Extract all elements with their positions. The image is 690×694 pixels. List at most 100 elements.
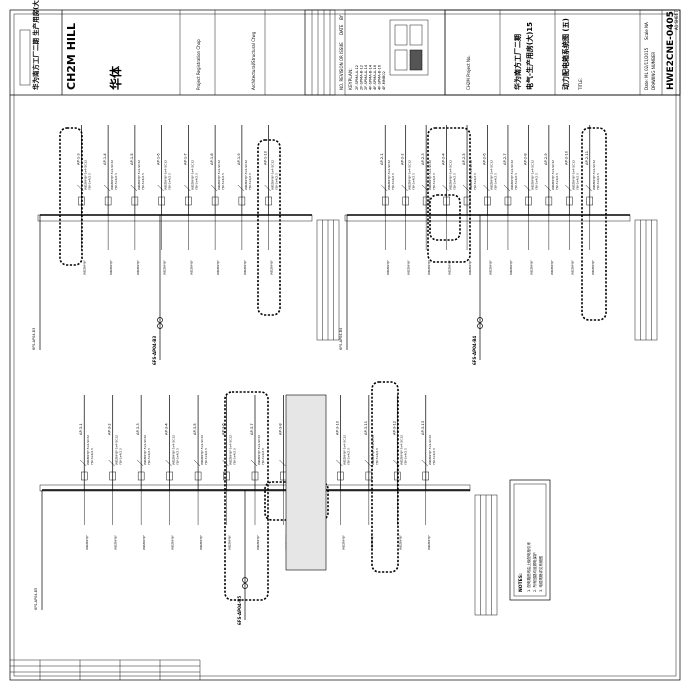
circuit-breaker-label: YJV-3x4/2.5 [176, 448, 180, 465]
circuit-cable-type: WDZN-YJY [509, 260, 513, 275]
circuit-cable-label: WDZN-YJY-5x4-SC32 [244, 160, 248, 190]
circuit-breaker-label: YJV-3x4/2.5 [494, 173, 498, 190]
incoming-breaker [157, 323, 163, 329]
key-plan-item: 4F-SPMA-A-16 [373, 64, 377, 90]
circuit-load-label: AP-3-10 [335, 420, 339, 435]
bottom-table [10, 659, 201, 680]
switch-symbol [237, 184, 245, 192]
circuit-cable-label: WDZN-YJY-5x4-SC32 [217, 160, 221, 190]
circuit-cable-label: WDZN-YJY-5x4-SC32 [143, 435, 147, 465]
breaker-symbol [422, 196, 430, 206]
date-col-header: DATE [339, 24, 344, 35]
circuit-cable-type: WDZN-YJY [398, 535, 402, 550]
switch-symbol [264, 184, 271, 192]
breaker-symbol [402, 196, 409, 206]
notes-box: NOTES: 1. 配电箱进线由上级配电柜引来 2. 所有回路均设漏电保护 3.… [509, 479, 551, 601]
date-label: Date: ML 02/11/2015 [644, 47, 649, 90]
breaker-symbol [586, 196, 593, 206]
incoming-breaker [477, 323, 483, 329]
switch-symbol [103, 184, 111, 192]
breaker-symbol [422, 471, 429, 481]
circuit-load-label: AP-2-2 [401, 153, 405, 165]
circuit-cable-label: WDZN-YJY-5x4-SC32 [551, 160, 555, 190]
consultant-label: CH2M Project No. [466, 55, 471, 90]
key-plan-item: 2F-SPMA-B-12 [360, 65, 364, 90]
circuit-load-label: AP-1-5 [130, 153, 134, 165]
breaker-symbol [337, 471, 344, 481]
switch-symbol [130, 184, 138, 192]
circuit-cable-type: WDZN-YJY [109, 260, 113, 275]
circuit-load-label: AP-2-7 [503, 153, 507, 165]
panel-label: 6FS-AP04-B3 [32, 328, 36, 350]
switch-symbol [184, 184, 191, 192]
circuit-load-label: AP-1-4 [103, 153, 107, 165]
breaker-symbol [81, 471, 88, 481]
breaker-symbol [137, 471, 145, 481]
notes-line-2: 2. 所有回路均设漏电保护 [532, 552, 537, 592]
inner-border [13, 13, 677, 677]
revision-table: NO. REVISION OR ISSUE DATE BY [304, 9, 344, 96]
circuit-load-label: AP-2-3 [421, 153, 425, 165]
circuit-cable-label: WDZN-YJY-5x4-SC32 [271, 160, 275, 190]
circuit-cable-label: WDZN-YJY-5x4-SC32 [229, 435, 233, 465]
firm-name: CH2M HILL [65, 23, 78, 90]
circuit-cable-label: WDZN-YJY-5x4-SC32 [408, 160, 412, 190]
circuit-breaker-label: YJV-3x4/2.5 [432, 173, 436, 190]
circuit-load-label: AP-3-13 [421, 421, 425, 435]
incoming-breaker [157, 317, 163, 323]
circuit-breaker-label: YJV-3x4/2.5 [555, 173, 559, 190]
circuit-cable-type: WDZN-YJY [341, 535, 345, 550]
architect-label: Architectural/Structural Ctwg [251, 31, 256, 90]
hatched-region [285, 394, 327, 571]
circuit-breaker-label: YJV-3x4/2.5 [534, 173, 538, 190]
circuit-load-label: AP-1-8 [210, 153, 214, 165]
panel-label: 6FS-AP04-B5 [34, 588, 38, 610]
circuit-cable-label: WDZN-YJY-5x4-SC32 [510, 160, 514, 190]
breaker-symbol [504, 196, 512, 206]
circuit-cable-type: WDZN-YJY [427, 535, 431, 550]
circuit-load-label: AP-3-4 [165, 423, 169, 435]
breaker-symbol [158, 196, 165, 206]
switch-symbol [483, 184, 490, 192]
breaker-symbol [104, 196, 112, 206]
circuit-breaker-label: YJV-3x4/2.5 [375, 448, 379, 465]
circuit-cable-type: WDZN-YJY [136, 260, 140, 275]
circuit-load-label: AP-3-2 [108, 423, 112, 435]
panel-bottom: 6FS-AP04-B56FS-AP04-B5AP-3-1WDZN-YJY-5x4… [34, 381, 498, 625]
circuit-cable-type: WDZN-YJY [529, 260, 533, 275]
switch-symbol [364, 459, 372, 467]
switch-symbol [157, 184, 164, 192]
switch-symbol [462, 184, 470, 192]
circuit-cable-label: WDZN-YJY-5x4-SC32 [86, 435, 90, 465]
circuit-load-label: AP-3-8 [278, 423, 282, 435]
key-plan-diagram [389, 19, 429, 76]
circuit-cable-label: WDZN-YJY-5x4-SC32 [115, 435, 119, 465]
circuit-cable-label: WDZN-YJY-5x4-SC32 [257, 435, 261, 465]
circuit-cable-type: WDZN-YJY [270, 260, 274, 275]
circuit-load-label: AP-1-9 [237, 153, 241, 165]
circuit-cable-type: WDZN-YJY [407, 260, 411, 275]
huawei-logo-block [19, 29, 31, 86]
switch-symbol [585, 184, 592, 192]
panel-title: 6FS-AP04-B4 [472, 336, 477, 365]
circuit-breaker-label: YJV-3x4/2.5 [87, 173, 91, 190]
circuit-load-label: AP-3-5 [193, 423, 197, 435]
circuit-load-label: AP-2-5 [462, 153, 466, 165]
breaker-symbol [265, 196, 272, 206]
breaker-symbol [238, 196, 246, 206]
circuit-cable-type: WDZN-YJY [243, 260, 247, 275]
circuit-cable-type: WDZN-YJY [189, 260, 193, 275]
circuit-cable-type: WDZN-YJY [468, 260, 472, 275]
switch-symbol [565, 184, 572, 192]
circuit-breaker-label: YJV-3x4/2.5 [412, 173, 416, 190]
switch-symbol [279, 459, 286, 467]
